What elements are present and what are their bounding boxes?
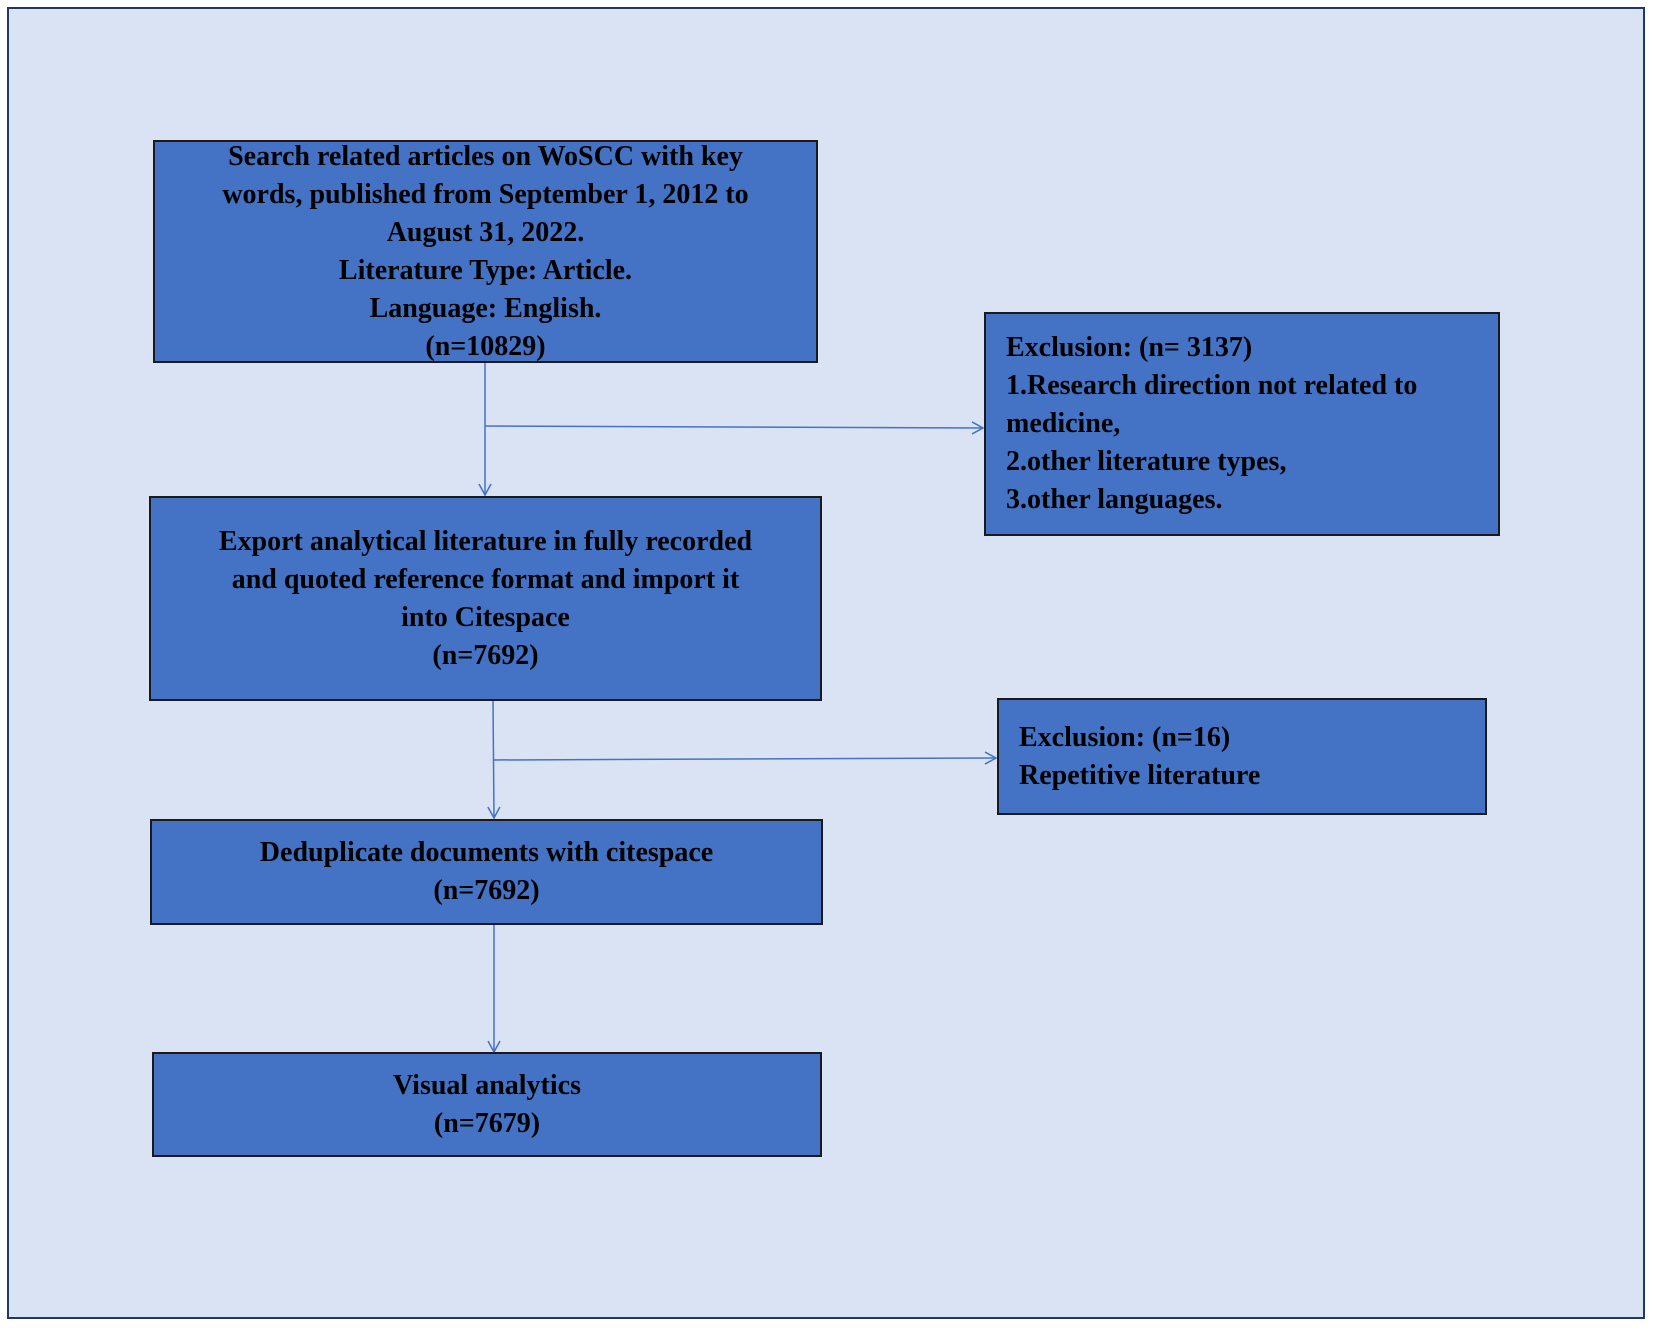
node-search-line: Search related articles on WoSCC with ke… (228, 140, 743, 172)
node-visual-line: (n=7679) (433, 1107, 541, 1139)
arrow-export-to-deduplicate (487, 699, 501, 820)
node-export-line: Export analytical literature in fully re… (218, 525, 753, 557)
node-exclusion1-line: 1.Research direction not related to (1006, 370, 1418, 401)
node-search-line: August 31, 2022. (386, 216, 585, 248)
node-deduplicate: Deduplicate documents with citespace (n=… (150, 819, 823, 925)
node-exclusion1-line: 2.other literature types, (1006, 446, 1287, 477)
node-exclusion1-line: Exclusion: (n= 3137) (1006, 332, 1253, 363)
node-exclusion1: Exclusion: (n= 3137) 1.Research directio… (984, 312, 1500, 536)
node-exclusion1-line: medicine, (1006, 408, 1121, 439)
node-export-line: and quoted reference format and import i… (231, 563, 740, 595)
node-search-line: Literature Type: Article. (338, 254, 633, 286)
node-exclusion2: Exclusion: (n=16) Repetitive literature (997, 698, 1487, 815)
node-export: Export analytical literature in fully re… (149, 496, 822, 701)
node-export-line: (n=7692) (432, 639, 539, 671)
node-visual: Visual analytics (n=7679) (152, 1052, 822, 1157)
node-exclusion2-line: Exclusion: (n=16) (1019, 721, 1231, 753)
node-deduplicate-line: (n=7692) (433, 875, 540, 906)
node-search-line: (n=10829) (425, 330, 546, 362)
node-search: Search related articles on WoSCC with ke… (153, 140, 818, 363)
node-exclusion1-line: 3.other languages. (1006, 484, 1223, 515)
node-search-line: Language: English. (369, 292, 602, 324)
arrow-to-exclusion2 (492, 751, 998, 765)
node-exclusion2-line: Repetitive literature (1019, 759, 1261, 791)
node-export-line: into Citespace (401, 601, 570, 633)
node-deduplicate-line: Deduplicate documents with citespace (259, 837, 714, 868)
node-search-line: words, published from September 1, 2012 … (222, 178, 749, 210)
arrow-to-exclusion1 (484, 421, 985, 435)
node-visual-line: Visual analytics (393, 1069, 581, 1101)
